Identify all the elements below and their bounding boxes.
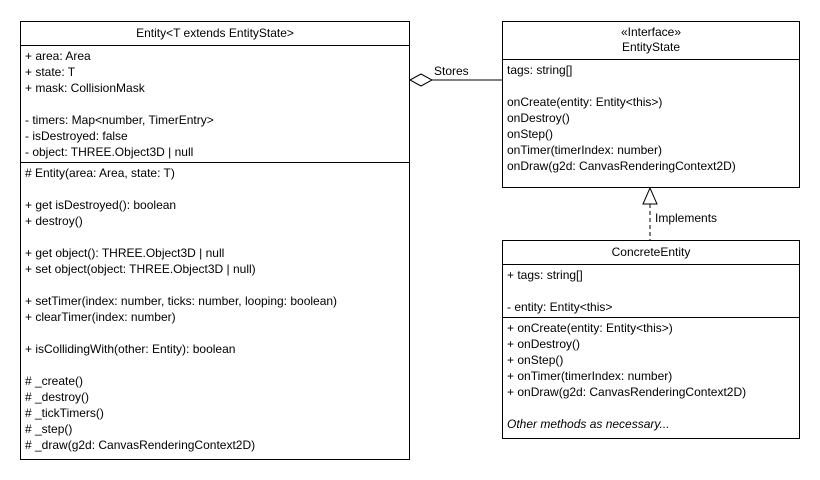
aggregation-diamond xyxy=(408,73,434,87)
attribute: + tags: string[] xyxy=(507,268,583,282)
method: + setTimer(index: number, ticks: number,… xyxy=(25,294,338,308)
method: + onDestroy() xyxy=(507,337,581,351)
method: + clearTimer(index: number) xyxy=(25,310,176,324)
entity-state-header: «Interface» EntityState xyxy=(503,22,799,60)
entity-state-title: EntityState xyxy=(621,40,681,54)
method: + onDraw(g2d: CanvasRenderingContext2D) xyxy=(507,385,747,399)
method: + set object(object: THREE.Object3D | nu… xyxy=(25,262,256,276)
concrete-entity-attributes: + tags: string[] - entity: Entity<this> xyxy=(503,265,799,317)
attribute: + area: Area xyxy=(25,49,91,63)
concrete-entity-methods: + onCreate(entity: Entity<this>) + onDes… xyxy=(503,317,799,434)
entity-class-title: Entity<T extends EntityState> xyxy=(21,22,409,46)
method: + isCollidingWith(other: Entity): boolea… xyxy=(25,342,236,356)
method: + onStep() xyxy=(507,353,564,367)
interface-stereotype: «Interface» xyxy=(620,25,682,39)
stores-label: Stores xyxy=(434,64,469,78)
method: onTimer(timerIndex: number) xyxy=(507,143,662,157)
entity-methods: # Entity(area: Area, state: T) + get isD… xyxy=(21,162,409,455)
concrete-entity-class[interactable]: ConcreteEntity + tags: string[] - entity… xyxy=(502,240,800,439)
method: onDraw(g2d: CanvasRenderingContext2D) xyxy=(507,159,736,173)
attribute: - object: THREE.Object3D | null xyxy=(25,145,194,159)
method: # _step() xyxy=(25,422,73,436)
entity-state-attributes: tags: string[] onCreate(entity: Entity<t… xyxy=(503,60,799,176)
attribute: + mask: CollisionMask xyxy=(25,81,145,95)
method: + destroy() xyxy=(25,214,83,228)
realization-triangle xyxy=(642,186,658,205)
attribute: tags: string[] xyxy=(507,63,573,77)
method: + onCreate(entity: Entity<this>) xyxy=(507,321,673,335)
method: onCreate(entity: Entity<this>) xyxy=(507,95,663,109)
method: + onTimer(timerIndex: number) xyxy=(507,369,673,383)
entity-class[interactable]: Entity<T extends EntityState> + area: Ar… xyxy=(20,21,410,460)
method: # Entity(area: Area, state: T) xyxy=(25,166,175,180)
method: # _destroy() xyxy=(25,390,90,404)
method: + get object(): THREE.Object3D | null xyxy=(25,246,225,260)
method: # _tickTimers() xyxy=(25,406,104,420)
method: # _draw(g2d: CanvasRenderingContext2D) xyxy=(25,438,256,452)
concrete-entity-title: ConcreteEntity xyxy=(503,241,799,265)
implements-label: Implements xyxy=(655,211,718,225)
method: + get isDestroyed(): boolean xyxy=(25,198,177,212)
method: # _create() xyxy=(25,374,84,388)
entity-attributes: + area: Area + state: T + mask: Collisio… xyxy=(21,46,409,162)
attribute: - isDestroyed: false xyxy=(25,129,128,143)
methods-note: Other methods as necessary... xyxy=(507,417,670,431)
attribute: - timers: Map<number, TimerEntry> xyxy=(25,113,214,127)
method: onDestroy() xyxy=(507,111,570,125)
method: onStep() xyxy=(507,127,554,141)
attribute: - entity: Entity<this> xyxy=(507,300,613,314)
attribute: + state: T xyxy=(25,65,76,79)
entity-state-interface[interactable]: «Interface» EntityState tags: string[] o… xyxy=(502,21,800,188)
